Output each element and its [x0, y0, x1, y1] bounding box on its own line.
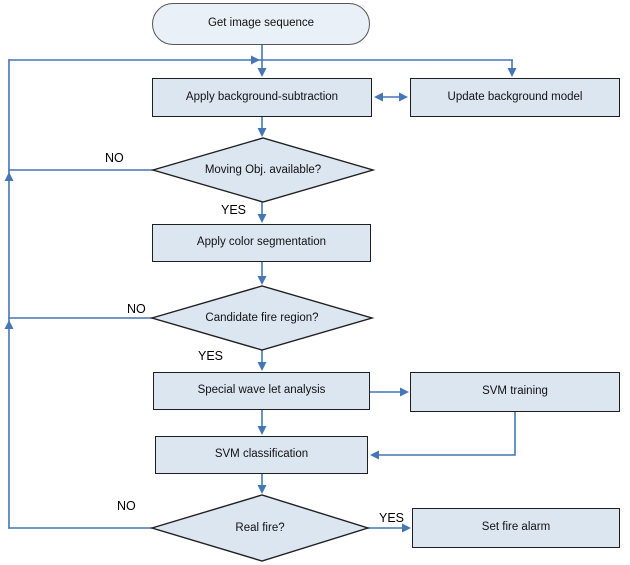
arrowhead-left-svm-class	[370, 450, 379, 460]
arrowhead-up-rail-merge-2	[4, 320, 14, 329]
branch-label-moving-yes: YES	[221, 203, 247, 217]
node-svm-training: SVM training	[410, 372, 620, 412]
branch-label-moving-no: NO	[105, 151, 124, 165]
node-label: Update background model	[447, 90, 583, 103]
arrowhead-down-moving-obj	[257, 128, 267, 137]
node-svm-classification: SVM classification	[155, 436, 368, 474]
node-shape-moving-obj-decision	[150, 137, 376, 203]
arrowhead-right-top-junction	[251, 55, 260, 65]
node-update-background-model: Update background model	[410, 78, 620, 117]
node-label: Set fire alarm	[481, 521, 551, 534]
node-shape-candidate-decision	[149, 285, 375, 351]
node-label: SVM training	[482, 385, 548, 398]
edge-training-class	[373, 411, 516, 456]
node-get-image-sequence: Get image sequence	[152, 3, 370, 45]
arrowhead-down-color-seg	[257, 214, 267, 223]
branch-label-realfire-no: NO	[117, 499, 136, 513]
node-special-wavelet-analysis: Special wave let analysis	[153, 372, 370, 410]
node-label: Apply background-subtraction	[185, 90, 339, 103]
node-apply-color-segmentation: Apply color segmentation	[152, 224, 371, 262]
arrowhead-right-set-alarm	[402, 523, 411, 533]
node-set-fire-alarm: Set fire alarm	[412, 508, 620, 548]
node-label: SVM classification	[214, 448, 309, 461]
arrowhead-down-svm-class	[257, 426, 267, 435]
arrowhead-left-apply-bg	[374, 92, 383, 102]
branch-label-realfire-yes: YES	[379, 511, 405, 525]
arrowhead-right-svm-training	[400, 387, 409, 397]
node-apply-background-subtraction: Apply background-subtraction	[152, 78, 372, 117]
arrowhead-right-update-bg	[399, 92, 408, 102]
arrowhead-down-candidate	[257, 276, 267, 285]
arrowhead-down-apply-bg	[257, 68, 267, 77]
branch-label-candidate-no: NO	[127, 302, 146, 316]
node-label: Special wave let analysis	[197, 384, 326, 397]
arrowhead-up-rail-merge-1	[4, 172, 14, 181]
arrowhead-down-real-fire	[257, 485, 267, 494]
node-label: Get image sequence	[207, 17, 315, 30]
arrowhead-down-update-bg	[507, 68, 517, 77]
branch-label-candidate-yes: YES	[198, 349, 224, 363]
node-shape-real-fire-decision	[149, 494, 371, 562]
arrowhead-down-wavelet	[257, 362, 267, 371]
node-label: Apply color segmentation	[196, 236, 327, 249]
